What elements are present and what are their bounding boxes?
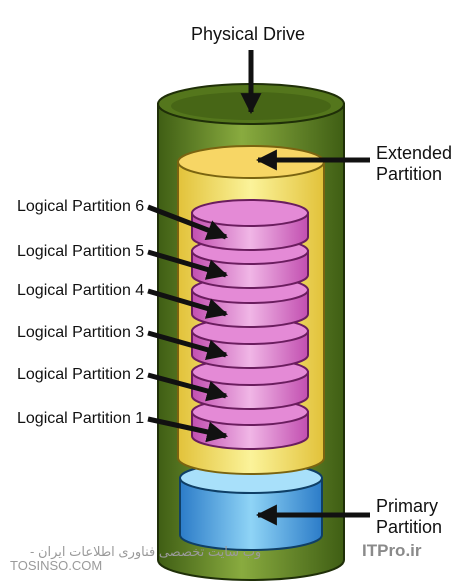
logical-partition-1-arrow <box>147 416 229 443</box>
logical-partition-2-arrow <box>147 372 229 402</box>
primary-partition-label-line2: Partition <box>376 517 443 537</box>
extended-partition-label-line2: Partition <box>376 164 443 184</box>
logical-partition-6-arrow <box>147 204 228 241</box>
logical-partition-6-disc <box>191 199 309 251</box>
extended-partition-label-line1: Extended <box>376 143 453 163</box>
logical-partition-6-label: Logical Partition 6 <box>17 198 145 215</box>
logical-partition-2-label: Logical Partition 2 <box>17 366 145 383</box>
watermark-itpro-text: وب سایت تخصصی فناوری اطلاعات ایران - <box>30 544 262 559</box>
physical-drive-label: Physical Drive <box>191 24 306 44</box>
arrows-layer <box>147 50 370 526</box>
logical-partitions-stack <box>191 199 309 450</box>
logical-partition-4-label: Logical Partition 4 <box>17 282 145 299</box>
logical-partition-5-arrow <box>147 249 229 280</box>
logical-partition-5-label: Logical Partition 5 <box>17 243 145 260</box>
logical-partition-4-arrow <box>147 288 229 319</box>
primary-partition-cylinder <box>179 462 323 551</box>
watermark-itpro-brand: ITPro.ir <box>362 541 422 560</box>
logical-partition-3-arrow <box>147 330 229 360</box>
logical-partition-1-label: Logical Partition 1 <box>17 410 145 427</box>
logical-partition-3-label: Logical Partition 3 <box>17 324 145 341</box>
primary-partition-label-line1: Primary <box>376 496 438 516</box>
watermark-tosinso: TOSINSO.COM <box>10 558 103 573</box>
